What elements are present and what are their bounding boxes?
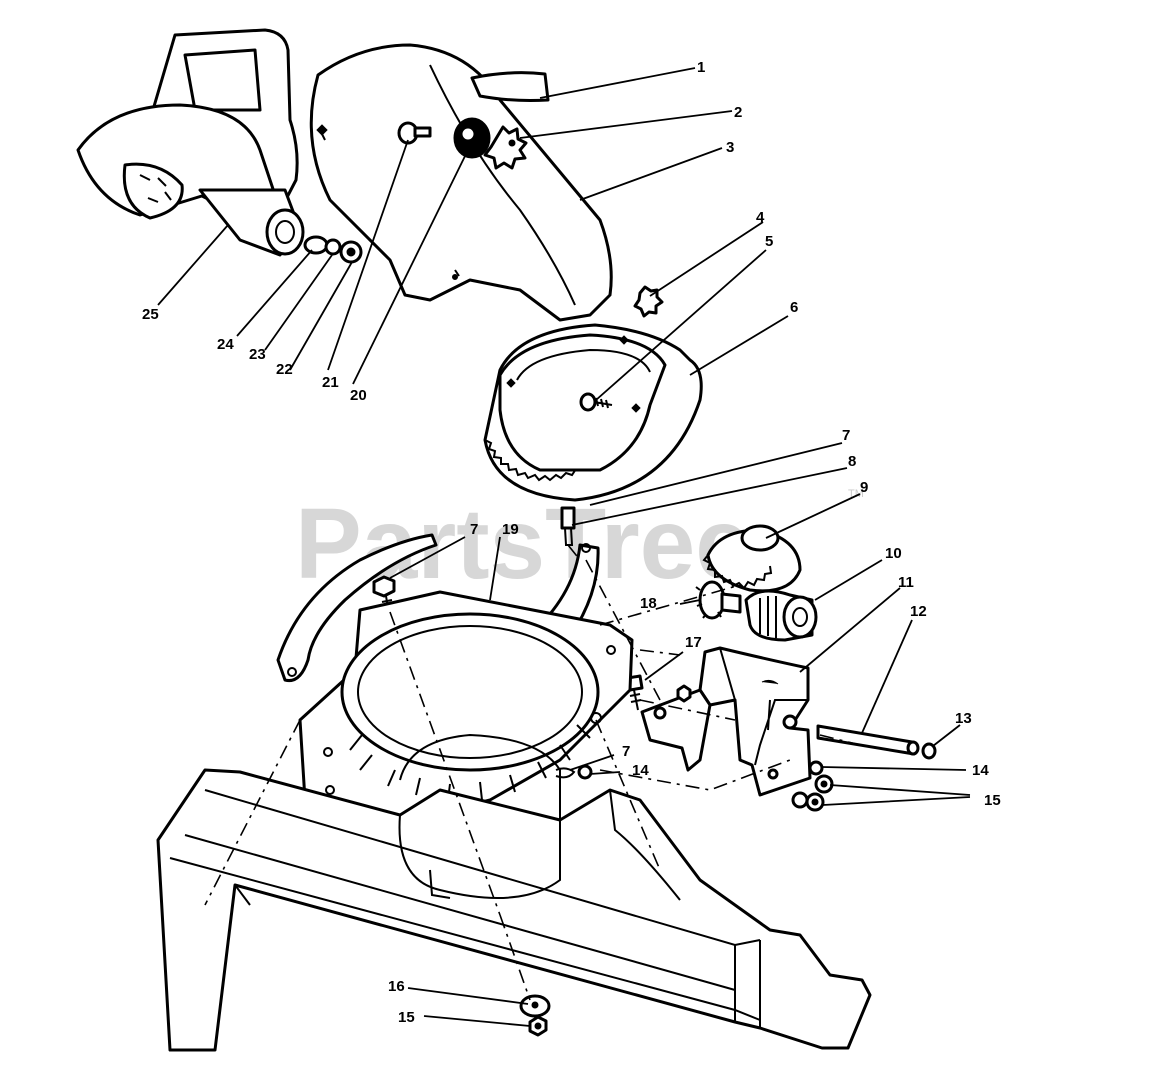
nut-15-bottom (528, 1015, 548, 1037)
callout-22: 22 (276, 361, 293, 378)
bolt-21 (397, 121, 432, 145)
callout-14-right: 14 (972, 762, 989, 779)
callout-19: 19 (502, 521, 519, 538)
callout-13: 13 (955, 710, 972, 727)
callout-2: 2 (734, 104, 742, 121)
chute-housing-assembly (76, 28, 305, 257)
leader-lines (157, 67, 971, 1027)
callout-6: 6 (790, 299, 798, 316)
callout-11: 11 (898, 574, 914, 591)
nut-17-lower (676, 684, 692, 703)
assembly-lines (204, 544, 861, 1001)
discharge-chute (309, 43, 613, 322)
callout-9: 9 (860, 479, 868, 496)
callout-7-left: 7 (470, 521, 478, 538)
callout-4: 4 (756, 209, 765, 226)
worm-gear-10 (744, 589, 818, 642)
star-nut-2 (483, 125, 528, 170)
partstree-watermark: PartsTree TM (295, 488, 864, 600)
washer-16 (519, 994, 551, 1018)
nut-15-right-lower (805, 792, 825, 812)
callout-20: 20 (350, 387, 367, 404)
callout-21: 21 (322, 374, 339, 391)
callout-15-right: 15 (984, 792, 1001, 809)
chute-base-flange (298, 590, 634, 820)
watermark-text: PartsTree (295, 488, 751, 600)
callout-14-left: 14 (632, 762, 649, 779)
callout-12: 12 (910, 603, 927, 620)
bolt-5 (579, 392, 613, 412)
callout-labels: 1 2 3 4 5 6 7 8 9 10 11 12 13 14 15 16 1… (142, 59, 1001, 1026)
callout-17: 17 (685, 634, 702, 651)
washer-15-right (791, 791, 809, 809)
callout-3: 3 (726, 139, 734, 156)
washer-14-right (808, 760, 824, 776)
callout-15-bottom: 15 (398, 1009, 415, 1026)
callout-25: 25 (142, 306, 159, 323)
callout-16: 16 (388, 978, 405, 995)
callout-1: 1 (697, 59, 705, 76)
callout-10: 10 (885, 545, 902, 562)
nut-15-right-upper (814, 774, 834, 794)
knob-20 (453, 117, 491, 159)
callout-24: 24 (217, 336, 234, 353)
shaft-12 (816, 724, 920, 756)
bracket-11 (640, 646, 812, 797)
nut-4 (633, 285, 664, 318)
washer-23 (324, 238, 342, 256)
deflector-1 (470, 71, 550, 102)
callout-23: 23 (249, 346, 266, 363)
bolt-8 (560, 506, 576, 546)
cap-13 (921, 742, 937, 760)
callout-5: 5 (765, 233, 773, 250)
nut-22 (339, 240, 363, 264)
housing-chute-opening (399, 733, 561, 820)
bevel-gear-9 (702, 524, 802, 593)
callout-7-middle: 7 (622, 743, 630, 760)
callout-8: 8 (848, 453, 856, 470)
chute-ring-gear-6 (483, 323, 703, 502)
auger-housing (156, 768, 872, 1052)
washer-24 (303, 235, 329, 255)
callout-18: 18 (640, 595, 657, 612)
callout-7-top: 7 (842, 427, 850, 444)
clamp-arm-left (276, 533, 438, 683)
washer-14-left (555, 764, 593, 780)
